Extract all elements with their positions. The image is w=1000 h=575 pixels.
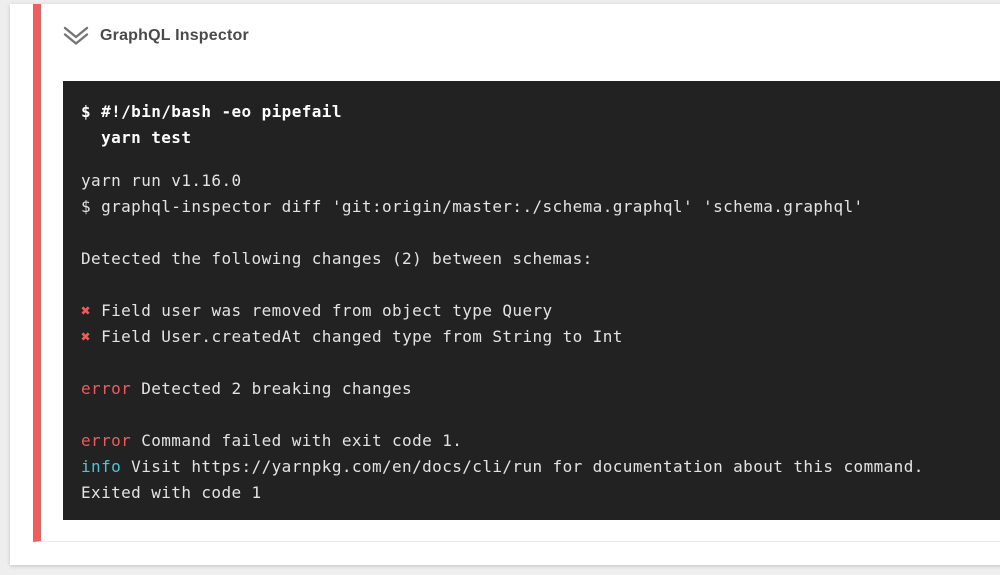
step-title: GraphQL Inspector <box>100 27 249 44</box>
terminal-line <box>81 272 1000 298</box>
terminal-line: ✖ Field User.createdAt changed type from… <box>81 327 623 346</box>
terminal-line: yarn run v1.16.0 <box>81 171 242 190</box>
failed-step-section: GraphQL Inspector $ #!/bin/bash -eo pipe… <box>33 4 1000 542</box>
terminal-line: error Detected 2 breaking changes <box>81 379 413 398</box>
terminal-line: ✖ Field user was removed from object typ… <box>81 301 553 320</box>
terminal-line <box>81 350 1000 376</box>
terminal-line: Exited with code 1 <box>81 483 262 502</box>
terminal-line <box>81 220 1000 246</box>
build-step-card: GraphQL Inspector $ #!/bin/bash -eo pipe… <box>10 4 1000 565</box>
step-header[interactable]: GraphQL Inspector <box>63 26 1000 46</box>
terminal-line: $ graphql-inspector diff 'git:origin/mas… <box>81 197 864 216</box>
terminal-command-line: yarn test <box>81 128 192 147</box>
terminal-line: Detected the following changes (2) betwe… <box>81 249 593 268</box>
terminal-output-block: yarn run v1.16.0 $ graphql-inspector diff… <box>81 168 1000 506</box>
terminal-line: info Visit https://yarnpkg.com/en/docs/c… <box>81 457 924 476</box>
terminal-output: $ #!/bin/bash -eo pipefail yarn test yar… <box>63 81 1000 520</box>
terminal-line <box>81 402 1000 428</box>
terminal-command-block: $ #!/bin/bash -eo pipefail yarn test <box>81 99 1000 151</box>
collapse-double-chevron-icon[interactable] <box>63 26 89 46</box>
terminal-command-line: $ #!/bin/bash -eo pipefail <box>81 102 342 121</box>
terminal-line: error Command failed with exit code 1. <box>81 431 463 450</box>
